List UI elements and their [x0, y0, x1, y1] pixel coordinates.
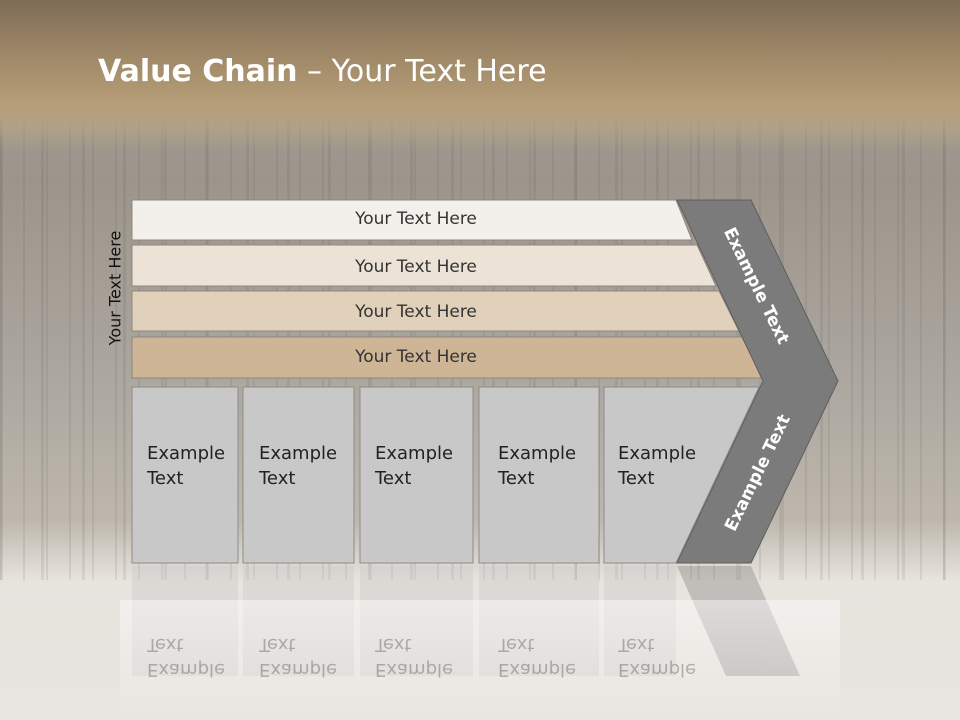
column-5-shape[interactable] [603, 386, 760, 564]
column-1-shape[interactable] [131, 386, 239, 564]
band-4-label: Your Text Here [355, 347, 477, 367]
column-3-label: Example Text [375, 443, 454, 489]
column-4-shape[interactable] [478, 386, 600, 564]
band-1-label: Your Text Here [355, 209, 477, 229]
column-4-reflection: Example Text [498, 634, 577, 680]
column-3-reflection: Example Text [375, 634, 454, 680]
column-1-reflection: Example Text [147, 634, 226, 680]
column-2-reflection: Example Text [259, 634, 338, 680]
title-bar [0, 0, 960, 150]
title-rest: – Your Text Here [297, 54, 547, 89]
column-3-shape[interactable] [359, 386, 474, 564]
band-2-shape[interactable] [131, 244, 717, 287]
column-5-reflection: Example Text [618, 634, 697, 680]
band-1-shape[interactable] [131, 199, 693, 241]
title-bold: Value Chain [98, 54, 298, 89]
band-2-label: Your Text Here [355, 257, 477, 277]
column-2-shape[interactable] [242, 386, 355, 564]
column-2-label: Example Text [259, 443, 338, 489]
band-3-label: Your Text Here [355, 302, 477, 322]
column-5-label: Example Text [618, 443, 697, 489]
page-title: Value Chain – Your Text Here [98, 54, 547, 89]
reflection-fade [120, 600, 840, 720]
column-4-label: Example Text [498, 443, 577, 489]
column-1-label: Example Text [147, 443, 226, 489]
chevron-shape[interactable] [676, 199, 839, 564]
